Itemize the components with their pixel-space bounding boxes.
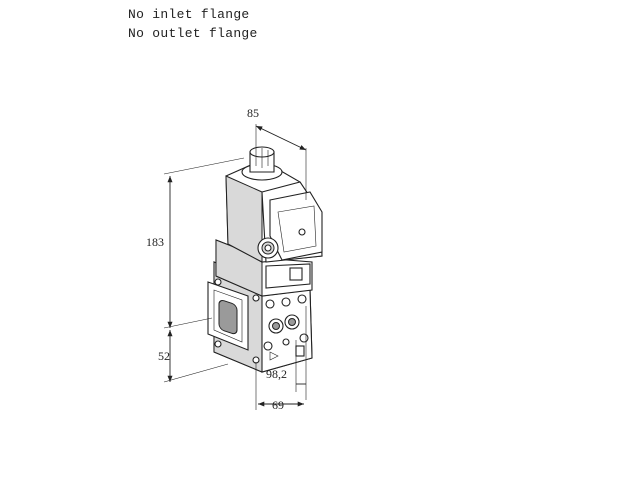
dimension-label-front-depth: 98,2 xyxy=(266,367,287,381)
dimension-label-top-width: 85 xyxy=(247,106,259,120)
valve-body-illustration xyxy=(207,146,323,373)
dimension-label-lower-height: 52 xyxy=(158,349,170,363)
note-no-outlet-flange: No outlet flange xyxy=(128,26,258,41)
dimension-label-bottom-width: 69 xyxy=(272,398,284,412)
note-no-inlet-flange: No inlet flange xyxy=(128,7,250,22)
dimension-lines xyxy=(163,124,307,410)
dimension-label-height: 183 xyxy=(146,235,164,249)
